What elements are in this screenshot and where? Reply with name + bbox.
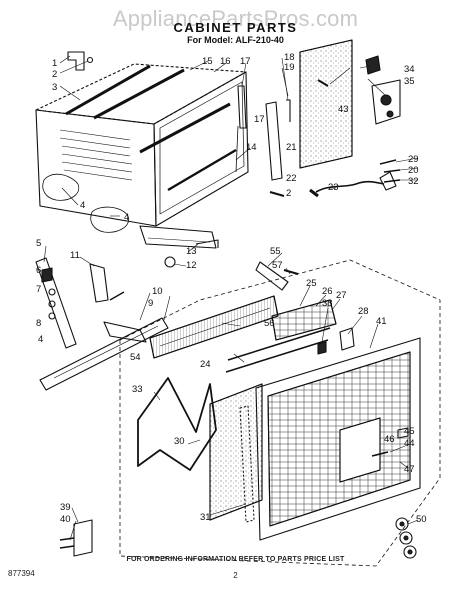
callout-label: 9 xyxy=(148,298,153,309)
callout-label: 18 xyxy=(284,52,295,63)
callout-label: 16 xyxy=(220,56,231,67)
cover-panel xyxy=(299,39,353,169)
diagram-title: CABINET PARTS xyxy=(173,20,298,35)
callout-label: 54 xyxy=(130,352,141,363)
callout-label: 6 xyxy=(36,265,41,276)
slide-rail xyxy=(39,317,169,391)
callout-label: 4 xyxy=(38,334,43,345)
callout-label: 56 xyxy=(264,318,275,329)
callout-label: 7 xyxy=(36,284,41,295)
callout-label: 11 xyxy=(70,250,80,261)
callout-label: 2 xyxy=(286,188,291,199)
callout-label: 17 xyxy=(254,114,265,125)
ordering-note: FOR ORDERING INFORMATION REFER TO PARTS … xyxy=(126,556,345,563)
control-knobs xyxy=(395,517,417,559)
callout-label: 34 xyxy=(404,64,415,75)
document-code: 877394 xyxy=(8,569,35,578)
heating-coil xyxy=(137,377,217,471)
callout-label: 4 xyxy=(124,212,129,223)
callout-label: 38 xyxy=(322,298,333,309)
callout-label: 33 xyxy=(132,384,143,395)
callout-label: 25 xyxy=(306,278,317,289)
callout-label: 15 xyxy=(202,56,213,67)
callout-label: 12 xyxy=(186,260,197,271)
callout-label: 3 xyxy=(52,82,57,93)
callout-label: 40 xyxy=(60,514,71,525)
callout-label: 22 xyxy=(286,173,297,184)
callout-label: 27 xyxy=(336,290,347,301)
callout-label: 28 xyxy=(358,306,369,317)
callout-label: 32 xyxy=(408,176,419,187)
callout-label: 47 xyxy=(404,464,415,475)
callout-label: 46 xyxy=(384,434,395,445)
callout-label: 2 xyxy=(52,69,57,80)
watermark: AppliancePartsPros.com xyxy=(112,6,359,31)
callout-label: 10 xyxy=(152,286,163,297)
bracket-part xyxy=(67,51,85,71)
callout-label: 43 xyxy=(338,104,349,115)
callout-label: 24 xyxy=(200,359,211,370)
callout-label: 17 xyxy=(240,56,251,67)
callout-label: 5 xyxy=(36,238,41,249)
callout-label: 14 xyxy=(246,142,257,153)
air-filter xyxy=(209,383,263,521)
callout-label: 26 xyxy=(322,286,333,297)
callout-label: 44 xyxy=(404,438,415,449)
page-number: 2 xyxy=(233,571,238,580)
callout-label: 23 xyxy=(328,182,339,193)
callout-label: 57 xyxy=(272,260,283,271)
callout-label: 4 xyxy=(80,200,85,211)
callout-label: 39 xyxy=(60,502,71,513)
callout-labels: 1 2 3 4 4 5 6 7 8 4 9 10 11 12 13 14 15 … xyxy=(36,52,427,525)
callout-label: 31 xyxy=(200,512,211,523)
support-bracket xyxy=(35,257,147,349)
callout-label: 13 xyxy=(186,246,197,257)
callout-label: 20 xyxy=(408,165,419,176)
callout-label: 19 xyxy=(284,62,295,73)
louver-assembly xyxy=(149,295,279,359)
callout-label: 41 xyxy=(376,316,387,327)
front-grille xyxy=(255,337,421,541)
model-line: For Model: ALF-210-40 xyxy=(187,35,284,45)
callout-label: 55 xyxy=(270,246,281,257)
callout-label: 35 xyxy=(404,76,415,87)
callout-label: 1 xyxy=(52,58,57,69)
callout-label: 50 xyxy=(416,514,427,525)
callout-label: 21 xyxy=(286,142,297,153)
callout-label: 8 xyxy=(36,318,41,329)
cabinet-shell xyxy=(35,63,249,249)
callout-label: 29 xyxy=(408,154,419,165)
callout-label: 30 xyxy=(174,436,185,447)
callout-label: 45 xyxy=(404,426,415,437)
